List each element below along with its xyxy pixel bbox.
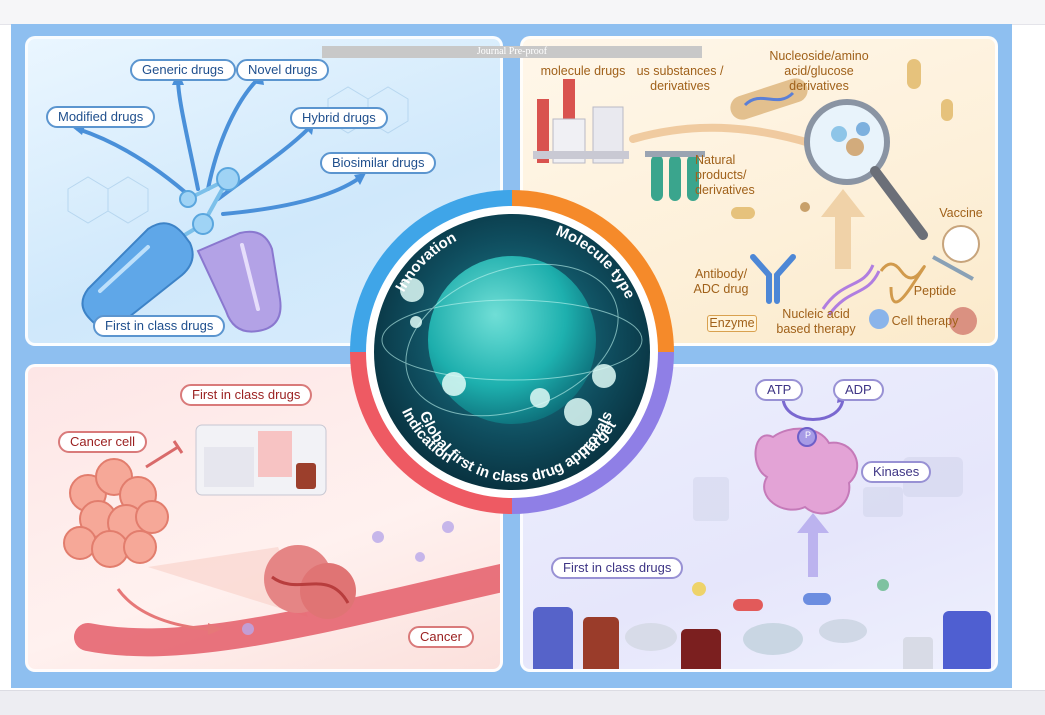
label-nucleoside-derivatives: Nucleoside/amino acid/glucose derivative… xyxy=(769,49,869,93)
innovation-illustration xyxy=(67,71,449,333)
capsule-right xyxy=(196,230,282,333)
tumor-mass-icon xyxy=(264,545,356,619)
label-first-in-class-indication: First in class drugs xyxy=(180,384,313,406)
label-kinases: Kinases xyxy=(861,461,932,483)
kinase-protein-icon xyxy=(754,427,859,515)
label-natural-products-2: products/ xyxy=(695,168,747,182)
label-adp: ADP xyxy=(833,379,884,401)
label-modified-drugs: Modified drugs xyxy=(46,106,156,128)
label-cancer: Cancer xyxy=(408,626,474,648)
label-small-molecule: molecule drugs xyxy=(540,64,626,78)
label-first-in-class-innovation: First in class drugs xyxy=(93,315,226,337)
window-bottom-bar xyxy=(0,690,1045,715)
capsule-left xyxy=(81,222,194,329)
label-biosimilar-drugs: Biosimilar drugs xyxy=(320,152,437,174)
dna-icon xyxy=(821,264,881,316)
journal-watermark: Journal Pre-proof xyxy=(322,46,702,58)
medicine-bottles-icon xyxy=(533,607,991,669)
factory-icon xyxy=(533,79,629,164)
phosphate-icon xyxy=(797,427,817,447)
globe-earth-icon xyxy=(428,256,596,424)
label-vaccine: Vaccine xyxy=(939,206,983,220)
cell-therapy-icon xyxy=(869,307,977,335)
label-novel-drugs: Novel drugs xyxy=(236,59,330,81)
peptide-icon xyxy=(879,262,926,304)
indication-illustration xyxy=(63,424,500,657)
label-natural-products-1: Natural xyxy=(695,153,736,167)
magnifier-icon xyxy=(804,99,928,240)
molecule-illustration xyxy=(533,59,980,335)
drug-package-icon xyxy=(195,424,327,496)
label-peptide: Peptide xyxy=(913,284,957,298)
label-cell-therapy: Cell therapy xyxy=(891,314,959,328)
arrow-biosimilar xyxy=(221,177,360,216)
label-generic-drugs: Generic drugs xyxy=(130,59,236,81)
vaccine-icon xyxy=(932,225,980,281)
phosphate-label: P xyxy=(804,430,811,440)
label-cancer-cell: Cancer cell xyxy=(58,431,148,453)
pills-pile-icon xyxy=(625,579,889,655)
label-nucleic-acid-1: Nucleic acid xyxy=(782,307,850,321)
label-antibody-1: Antibody/ xyxy=(694,267,748,281)
arrow-modified xyxy=(76,127,195,201)
target-illustration xyxy=(533,389,991,669)
label-antibody-2: ADC drug xyxy=(693,282,749,296)
tumor-cells-icon xyxy=(63,458,169,568)
arrow-novel xyxy=(206,77,260,191)
label-first-in-class-target: First in class drugs xyxy=(551,557,684,579)
label-natural-products-3: derivatives xyxy=(695,183,755,197)
label-nucleic-acid-2: based therapy xyxy=(776,322,856,336)
label-enzyme: Enzyme xyxy=(707,315,757,332)
test-tubes-icon xyxy=(645,151,705,201)
label-endogenous-substances: us substances / derivatives xyxy=(636,64,724,93)
antibody-icon xyxy=(750,254,796,304)
arrow-generic xyxy=(176,77,200,191)
label-atp: ATP xyxy=(755,379,804,401)
label-hybrid-drugs: Hybrid drugs xyxy=(290,107,388,129)
pills-icon xyxy=(731,59,953,219)
capsule-icon xyxy=(730,78,808,120)
